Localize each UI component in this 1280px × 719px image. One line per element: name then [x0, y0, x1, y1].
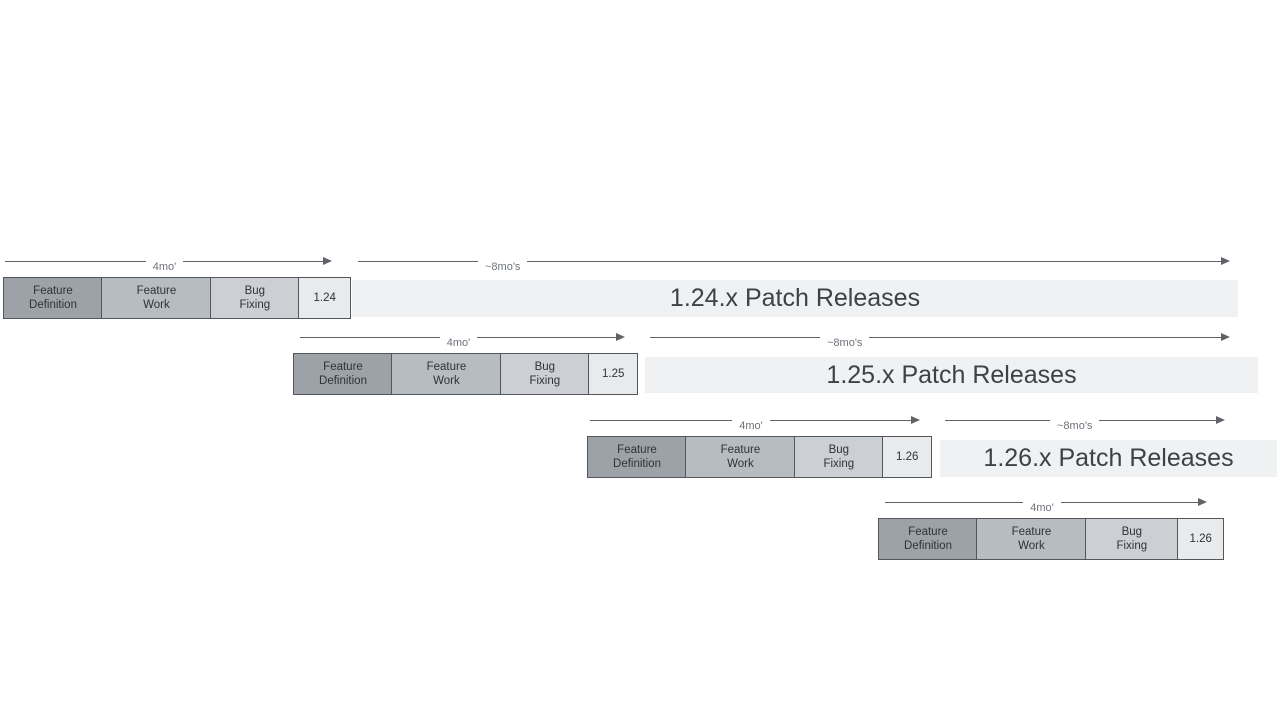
- segment-label: Bug Fixing: [823, 443, 855, 470]
- patch-duration-label: ~8mo's: [1057, 420, 1093, 432]
- segment-label: Feature Work: [136, 284, 177, 311]
- feature-work-segment: Feature Work: [685, 436, 796, 478]
- segment-label: Feature Definition: [904, 525, 952, 552]
- dev-duration-arrow: 4mo': [5, 254, 332, 273]
- version-box: 1.24: [298, 277, 352, 319]
- arrow-line: [300, 336, 440, 338]
- patch-releases-label: 1.25.x Patch Releases: [826, 360, 1077, 389]
- arrow-line: [5, 260, 146, 262]
- arrow-line: [358, 260, 478, 262]
- segment-label: Feature Work: [720, 443, 761, 470]
- version-label: 1.24: [313, 291, 336, 304]
- arrowhead-icon: [1221, 257, 1230, 265]
- feature-definition-segment: Feature Definition: [3, 277, 103, 319]
- bug-fixing-segment: Bug Fixing: [793, 436, 884, 478]
- arrowhead-icon: [616, 333, 625, 341]
- bug-fixing-segment: Bug Fixing: [499, 353, 590, 395]
- dev-duration-label: 4mo': [739, 420, 763, 432]
- arrowhead-icon: [1216, 416, 1225, 424]
- feature-definition-segment: Feature Definition: [878, 518, 978, 560]
- patch-duration-label: ~8mo's: [485, 261, 521, 273]
- arrow-line: [527, 260, 1222, 262]
- version-label: 1.26: [1189, 532, 1212, 545]
- feature-work-segment: Feature Work: [101, 277, 212, 319]
- arrow-line: [590, 419, 733, 421]
- segment-label: Bug Fixing: [529, 360, 561, 387]
- dev-duration-label: 4mo': [152, 261, 177, 273]
- feature-work-segment: Feature Work: [391, 353, 502, 395]
- arrow-line: [769, 419, 912, 421]
- arrow-line: [945, 419, 1050, 421]
- arrow-line: [650, 336, 820, 338]
- segment-label: Feature Definition: [29, 284, 77, 311]
- dev-duration-arrow: 4mo': [885, 495, 1207, 514]
- feature-work-segment: Feature Work: [976, 518, 1087, 560]
- segment-label: Feature Work: [1011, 525, 1052, 552]
- segment-label: Feature Work: [426, 360, 467, 387]
- arrowhead-icon: [323, 257, 332, 265]
- patch-releases-label: 1.26.x Patch Releases: [983, 444, 1234, 472]
- patch-duration-label: ~8mo's: [827, 337, 863, 349]
- patch-duration-arrow: ~8mo's: [650, 330, 1230, 349]
- patch-releases-band: 1.24.x Patch Releases: [352, 280, 1238, 317]
- release-cycle-bar: Feature Definition Feature Work Bug Fixi…: [587, 436, 933, 478]
- segment-label: Bug Fixing: [1116, 525, 1148, 552]
- segment-label: Feature Definition: [319, 360, 367, 387]
- arrow-line: [477, 336, 617, 338]
- arrowhead-icon: [1198, 498, 1207, 506]
- segment-label: Bug Fixing: [239, 284, 271, 311]
- dev-duration-label: 4mo': [1030, 502, 1054, 514]
- release-cycle-bar: Feature Definition Feature Work Bug Fixi…: [878, 518, 1225, 560]
- feature-definition-segment: Feature Definition: [293, 353, 393, 395]
- patch-releases-label: 1.24.x Patch Releases: [669, 284, 921, 312]
- bug-fixing-segment: Bug Fixing: [1084, 518, 1179, 560]
- version-box: 1.26: [1177, 518, 1225, 560]
- release-cycle-bar: Feature Definition Feature Work Bug Fixi…: [3, 277, 352, 319]
- arrow-line: [1060, 501, 1199, 503]
- bug-fixing-segment: Bug Fixing: [209, 277, 300, 319]
- dev-duration-arrow: 4mo': [300, 330, 625, 349]
- arrowhead-icon: [1221, 333, 1230, 341]
- patch-releases-band: 1.26.x Patch Releases: [940, 440, 1277, 477]
- arrow-line: [183, 260, 324, 262]
- version-label: 1.26: [896, 450, 919, 463]
- feature-definition-segment: Feature Definition: [587, 436, 687, 478]
- arrowhead-icon: [911, 416, 920, 424]
- arrow-line: [885, 501, 1024, 503]
- version-box: 1.26: [882, 436, 933, 478]
- patch-duration-arrow: ~8mo's: [945, 413, 1225, 432]
- segment-label: Feature Definition: [613, 443, 661, 470]
- dev-duration-label: 4mo': [446, 337, 471, 349]
- arrow-line: [869, 336, 1222, 338]
- arrow-line: [1099, 419, 1217, 421]
- dev-duration-arrow: 4mo': [590, 413, 920, 432]
- version-label: 1.25: [602, 367, 625, 380]
- patch-duration-arrow: ~8mo's: [358, 254, 1230, 273]
- release-cycle-bar: Feature Definition Feature Work Bug Fixi…: [293, 353, 639, 395]
- patch-releases-band: 1.25.x Patch Releases: [645, 357, 1258, 393]
- version-box: 1.25: [588, 353, 639, 395]
